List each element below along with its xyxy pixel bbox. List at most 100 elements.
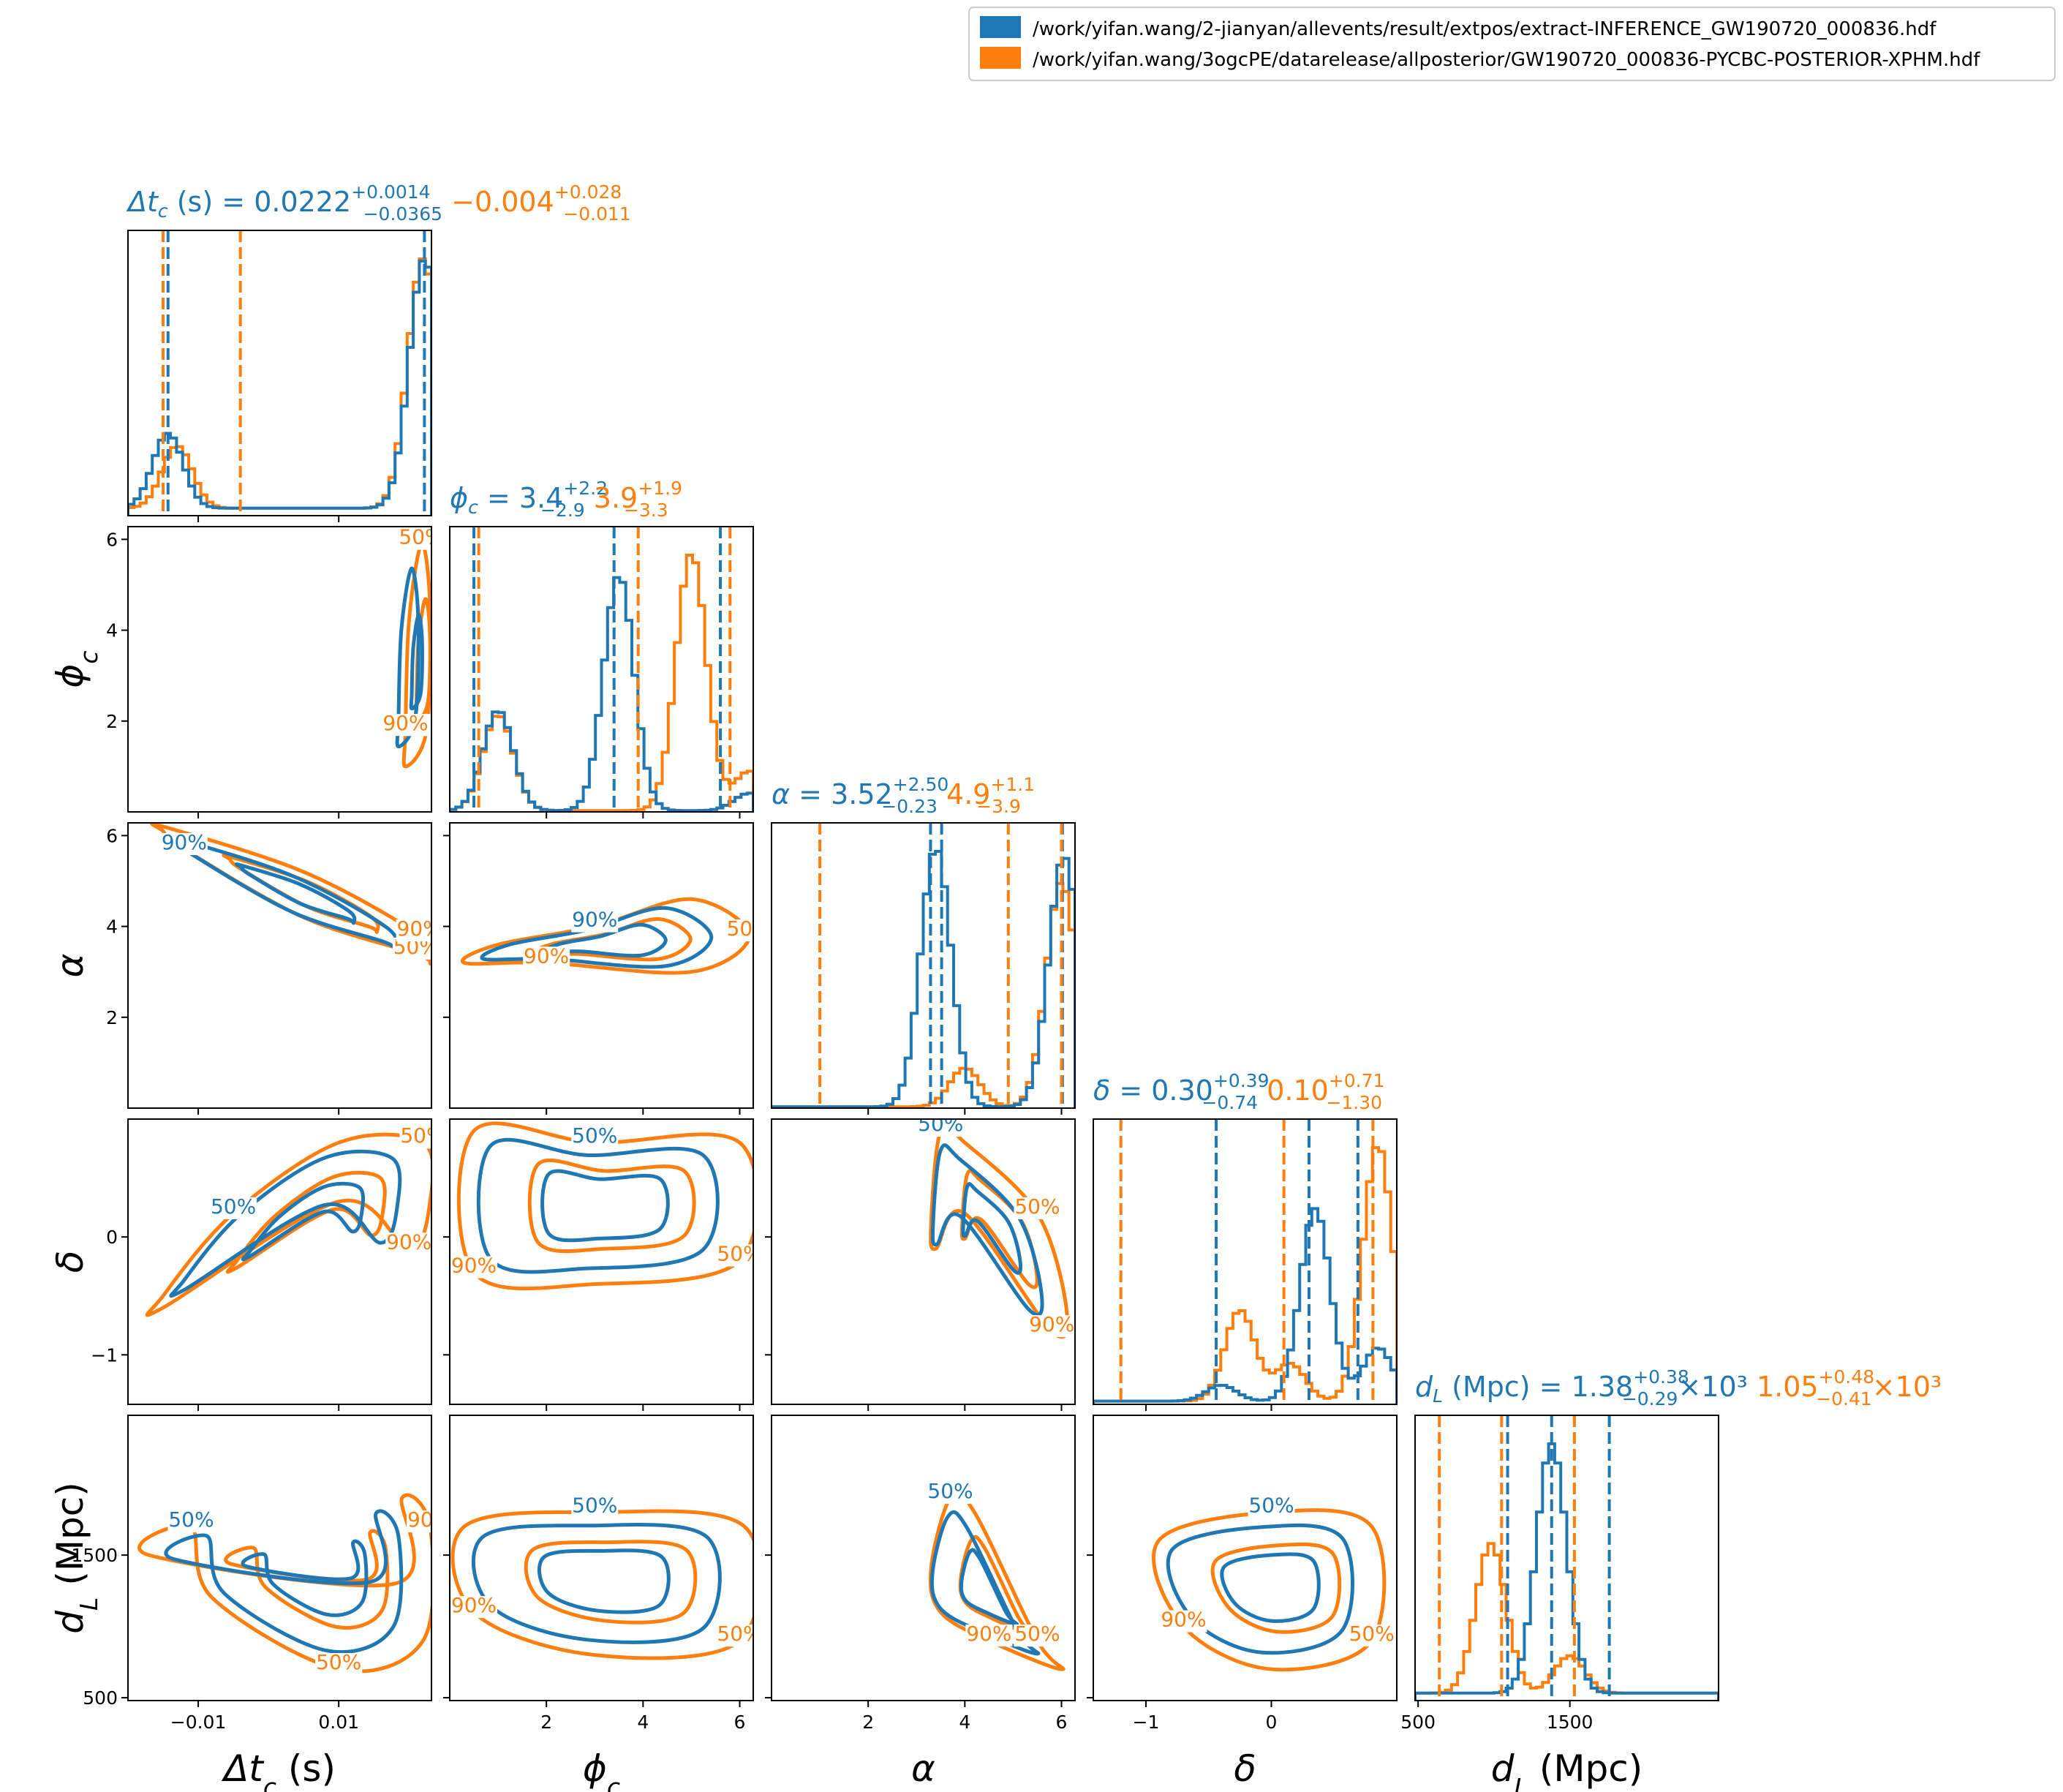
panel-frame xyxy=(449,822,754,1109)
contour-blue-3 xyxy=(961,1182,1023,1275)
contour-label-bg xyxy=(716,1625,753,1647)
panel-content xyxy=(450,527,753,812)
title-blue-plus: +2.50 xyxy=(893,774,949,795)
panel-frame xyxy=(127,1415,432,1701)
y-tick-label-delta: −1 xyxy=(91,1344,118,1366)
contour-orange-1 xyxy=(1210,1542,1342,1634)
y-tick-label-delta: 0 xyxy=(106,1227,118,1248)
contour-orange-0 xyxy=(137,1493,431,1674)
panel-content xyxy=(1415,1415,1719,1701)
x-tick-label-dtc: 0.01 xyxy=(318,1712,359,1733)
panel-alpha-alpha: α = 3.52+2.50−0.23 4.9+1.1−3.9 xyxy=(771,774,1076,1115)
contour-label-orange: 50% xyxy=(717,1622,762,1646)
x-tick-label-phic: 4 xyxy=(637,1712,649,1733)
contour-label-blue: 90% xyxy=(572,908,617,932)
panel-dl-dl: dL (Mpc) = 1.38+0.38−0.29×10³ 1.05+0.48−… xyxy=(1400,1366,1942,1792)
title-blue-minus: −2.9 xyxy=(540,500,585,521)
contour-label-bg xyxy=(571,1496,619,1518)
panel-frame xyxy=(127,526,432,813)
title-orange-value: 0.10 xyxy=(1267,1074,1329,1107)
contour-label-bg xyxy=(210,1197,257,1219)
contour-blue-3 xyxy=(540,1169,670,1243)
contour-label-orange: 90% xyxy=(451,1593,497,1617)
x-axis-label-phic: ϕc xyxy=(583,1747,620,1792)
contour-label-bg xyxy=(407,1510,431,1533)
contour-label-bg xyxy=(571,910,619,933)
legend-frame xyxy=(968,7,2056,81)
x-axis-label-dl-unit: (Mpc) xyxy=(1528,1747,1643,1790)
contour-label-bg xyxy=(917,1119,965,1137)
title-blue-suffix xyxy=(585,482,594,514)
y-axis-label-phic: ϕc xyxy=(49,650,103,688)
y-axis-label-dl: dL (Mpc) xyxy=(49,1482,103,1633)
panel-content: 50%50%90% xyxy=(917,1112,1075,1339)
panel-phic-alpha: 90% 50% 90% xyxy=(443,822,772,1115)
x-axis-label-delta-symbol: δ xyxy=(1234,1747,1256,1790)
y-axis-label-delta: δ xyxy=(49,1251,91,1273)
contour-label-orange: 90% xyxy=(382,711,428,735)
contour-label-blue: 50% xyxy=(918,1112,963,1136)
title-subscript: c xyxy=(468,497,478,518)
y-tick-label-phic: 2 xyxy=(106,711,118,732)
contour-label-orange: 50% xyxy=(400,1123,445,1148)
title-orange-minus: −3.9 xyxy=(976,796,1021,817)
contour-label-bg xyxy=(315,1653,363,1676)
title-blue-suffix xyxy=(938,778,946,810)
panel-frame xyxy=(1414,1415,1719,1701)
panel-frame xyxy=(771,1415,1076,1701)
panel-content: 50%90%50%90% xyxy=(927,1479,1066,1671)
x-tick-label-phic: 2 xyxy=(540,1712,552,1733)
title-blue-value: 3.4 xyxy=(519,482,563,514)
legend: /work/yifan.wang/2-jianyan/allevents/res… xyxy=(968,7,2056,81)
legend-swatch-blue xyxy=(980,16,1021,38)
title-orange-minus: −1.30 xyxy=(1326,1092,1382,1113)
x-tick-label-alpha: 4 xyxy=(959,1712,970,1733)
contour-label-bg xyxy=(398,527,431,550)
contour-label-bg xyxy=(450,1596,498,1619)
x-axis-label-dtc-subscript: c xyxy=(263,1773,276,1792)
title-unit: (Mpc) = xyxy=(1443,1371,1572,1403)
contour-blue-3 xyxy=(537,1548,671,1614)
histogram-blue xyxy=(772,850,1075,1108)
title-symbol: ϕ xyxy=(450,482,468,514)
panel-content: 50%90%50%90% xyxy=(450,1494,762,1660)
contour-label-bg xyxy=(927,1482,974,1505)
diag-title-phic: ϕc = 3.4+2.2−2.9 3.9+1.9−3.3 xyxy=(450,478,682,521)
title-blue-suffix: ×10³ xyxy=(1678,1371,1757,1403)
contour-label-orange: 50% xyxy=(727,916,772,941)
contour-label-bg xyxy=(523,946,570,969)
y-axis-label-delta-symbol: δ xyxy=(49,1251,91,1273)
contour-label-orange: 90% xyxy=(524,944,569,968)
panel-content: 50%90%50%90% xyxy=(1151,1494,1395,1672)
y-axis-label-dl-subscript: L xyxy=(75,1597,103,1611)
contour-label-bg xyxy=(965,1625,1013,1647)
title-blue-minus: −0.29 xyxy=(1622,1388,1678,1409)
x-tick-label-delta: −1 xyxy=(1133,1712,1160,1733)
panel-content xyxy=(128,230,431,516)
title-blue-value: 0.30 xyxy=(1151,1074,1213,1107)
title-orange-value: 4.9 xyxy=(946,778,990,810)
contour-label-bg xyxy=(167,1510,215,1533)
x-tick-label-delta: 0 xyxy=(1266,1712,1278,1733)
contour-label-blue: 50% xyxy=(168,1507,214,1532)
panel-delta-dl: 50%90%50%90% −1 0δ xyxy=(1087,1415,1398,1790)
x-axis-label-dl: dL (Mpc) xyxy=(1491,1747,1643,1792)
panel-content xyxy=(1093,1119,1397,1404)
title-subscript: c xyxy=(158,200,168,222)
contour-orange-1 xyxy=(527,1158,696,1254)
title-subscript: L xyxy=(1433,1385,1443,1407)
contour-label-orange: 90% xyxy=(451,1254,497,1278)
y-axis-label-alpha-symbol: α xyxy=(49,953,91,977)
y-tick-label-phic: 6 xyxy=(106,529,118,550)
title-orange-minus: −0.41 xyxy=(1816,1388,1872,1409)
title-blue-value: 1.38 xyxy=(1572,1371,1634,1403)
contour-blue-3 xyxy=(241,1539,369,1617)
contour-label-orange: 90% xyxy=(397,916,442,941)
title-blue-value: 3.52 xyxy=(831,778,893,810)
contour-label-bg xyxy=(1028,1315,1075,1338)
title-unit: (s) = xyxy=(168,186,254,218)
contour-label-orange: 90% xyxy=(966,1622,1011,1646)
contour-label-bg xyxy=(160,833,208,856)
contour-label-blue: 90% xyxy=(162,830,207,854)
title-orange-value: −0.004 xyxy=(451,186,554,218)
